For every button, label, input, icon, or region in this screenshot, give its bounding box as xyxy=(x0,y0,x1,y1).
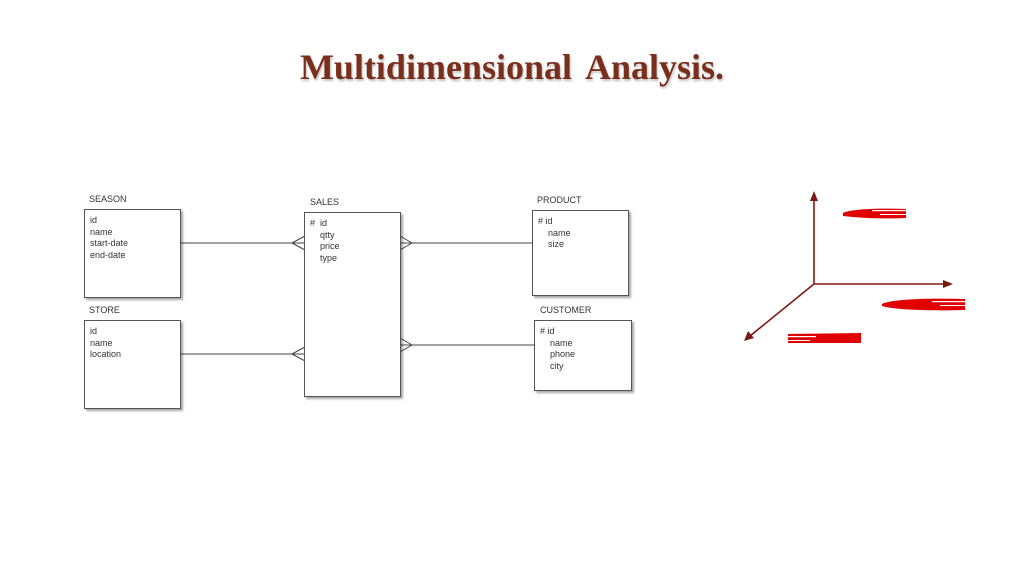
customer-key-attr: # id xyxy=(540,326,555,336)
slide-title: Multidimensional Analysis. xyxy=(299,47,725,87)
sales-attr: type xyxy=(320,252,338,263)
product-entity-name: PRODUCT xyxy=(537,195,582,205)
z-axis-arrowhead xyxy=(744,331,754,341)
y-axis-arrowhead xyxy=(810,191,818,201)
product-entity: # id name size xyxy=(532,210,629,296)
customer-attr: phone xyxy=(550,349,576,359)
sales-attr: price xyxy=(320,241,340,251)
x-axis-arrowhead xyxy=(943,280,953,288)
product-key-attr: # id xyxy=(538,216,553,226)
sales-attr: qtty xyxy=(320,229,335,240)
z-axis-line xyxy=(749,283,815,337)
store-entity: id name location xyxy=(84,320,181,409)
product-sales-crowfoot xyxy=(399,235,413,244)
sales-entity-name: SALES xyxy=(310,197,340,207)
customer-entity: # id name phone city xyxy=(534,320,632,391)
season-entity: id name start-date end-date xyxy=(84,209,181,298)
sales-key-attr: # id xyxy=(310,218,328,228)
season-attr: end-date xyxy=(90,249,126,260)
x-axis-marker xyxy=(882,298,965,311)
z-axis-marker xyxy=(786,333,861,343)
store-attr: name xyxy=(90,337,113,348)
customer-entity-name: CUSTOMER xyxy=(540,305,592,315)
season-entity-name: SEASON xyxy=(89,194,127,204)
customer-sales-crowfoot xyxy=(399,337,413,346)
customer-attr: city xyxy=(550,360,564,371)
season-attr: id xyxy=(90,215,98,225)
season-sales-crowfoot xyxy=(291,235,306,244)
customer-attr: name xyxy=(550,337,573,348)
product-attr: size xyxy=(548,239,565,249)
y-axis-marker xyxy=(843,208,906,219)
store-attr: location xyxy=(90,349,122,359)
store-entity-name: STORE xyxy=(89,305,120,315)
store-sales-crowfoot xyxy=(291,346,306,355)
season-attr: name xyxy=(90,226,113,237)
product-attr: name xyxy=(548,227,571,238)
season-attr: start-date xyxy=(90,238,129,248)
sales-entity: # id qtty price type xyxy=(304,212,401,397)
store-attr: id xyxy=(90,326,98,336)
